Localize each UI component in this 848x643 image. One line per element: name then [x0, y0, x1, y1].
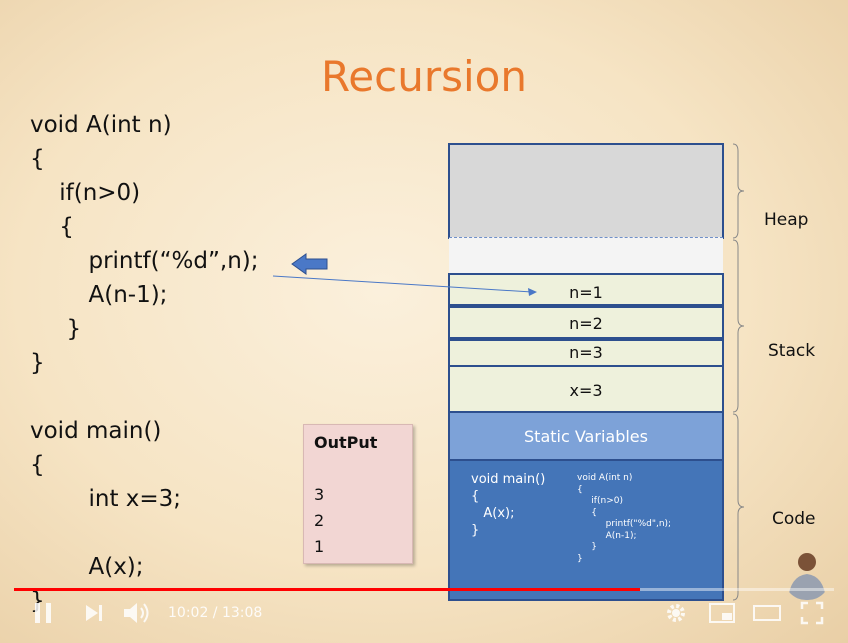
player-controls: 10:02 / 13:08: [0, 583, 848, 643]
miniplayer-icon[interactable]: [708, 602, 736, 624]
progress-bar[interactable]: [14, 588, 834, 591]
output-header: OutPut: [314, 433, 377, 452]
pause-icon[interactable]: [32, 601, 54, 625]
heap-brace: [732, 143, 746, 239]
time-display: 10:02 / 13:08: [168, 605, 262, 621]
theater-icon[interactable]: [752, 603, 782, 623]
output-value: 3: [314, 485, 324, 504]
code-label: Code: [772, 509, 816, 529]
stack-brace: [732, 239, 746, 413]
fullscreen-icon[interactable]: [800, 601, 824, 625]
next-icon[interactable]: [84, 603, 104, 623]
stack-label: Stack: [768, 341, 815, 361]
progress-bar-played: [14, 588, 640, 591]
output-value: 2: [314, 511, 324, 530]
settings-icon[interactable]: [664, 601, 688, 625]
code-brace: [732, 413, 746, 601]
volume-icon[interactable]: [122, 601, 150, 625]
output-value: 1: [314, 537, 324, 556]
heap-label: Heap: [764, 210, 808, 230]
output-box: OutPut 3 2 1: [303, 424, 413, 564]
